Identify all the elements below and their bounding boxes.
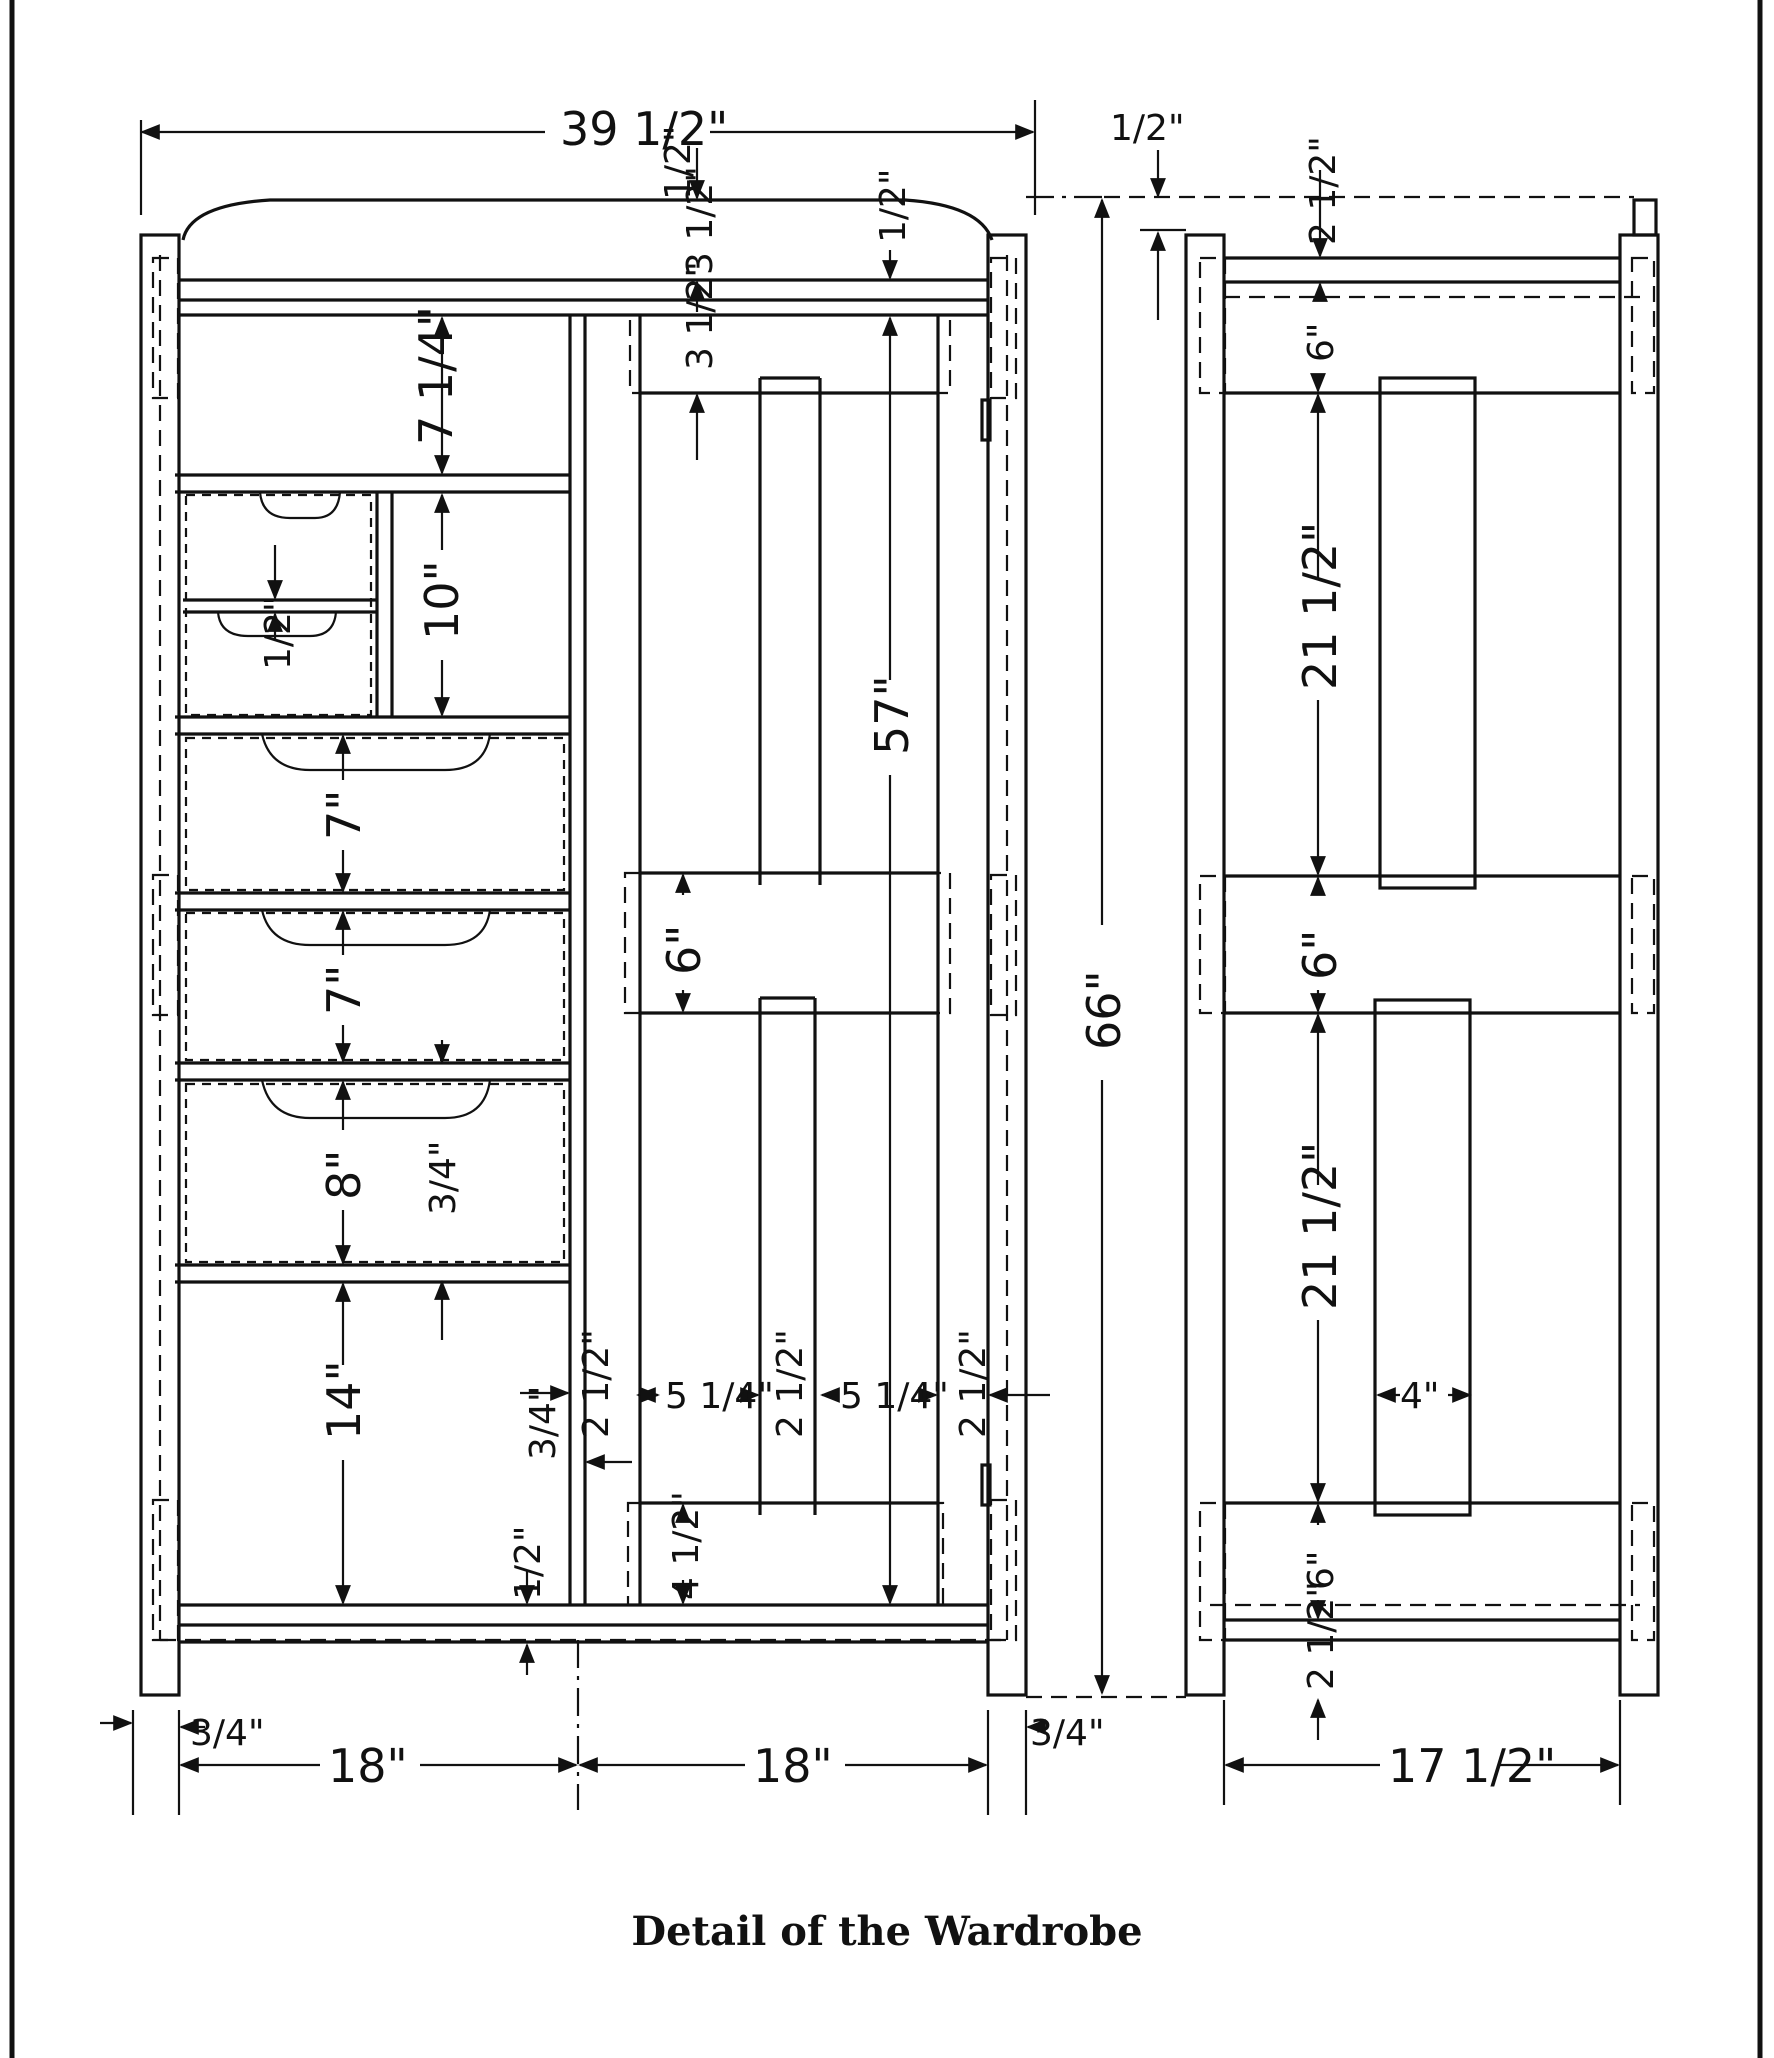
dim-door-center-stile: 2 1/2" bbox=[770, 1329, 811, 1438]
dim-top-arch-rise: 3 1/2" bbox=[680, 166, 721, 275]
dim-right-section: 18" bbox=[753, 1739, 833, 1793]
dim-partition: 3/4" bbox=[523, 1386, 564, 1461]
dim-bottom-space: 14" bbox=[317, 1360, 371, 1440]
dim-overall-height: 66" bbox=[1077, 970, 1131, 1050]
dim-door-stile-left: 2 1/2" bbox=[576, 1329, 617, 1438]
dim-small-drawer-divider: 1/2" bbox=[258, 596, 299, 671]
dim-door-panel-left: 5 1/4" bbox=[665, 1376, 774, 1417]
dim-side-panel-width: 4" bbox=[1400, 1376, 1439, 1417]
dim-side-top-rail: 2 1/2" bbox=[1303, 136, 1344, 245]
dim-post-left: 3/4" bbox=[190, 1713, 265, 1754]
dim-side-upper-rail: 6" bbox=[1301, 323, 1342, 362]
dim-bottom-rail: 1/2" bbox=[508, 1526, 549, 1601]
dim-side-depth: 17 1/2" bbox=[1388, 1739, 1556, 1793]
dim-side-top-offset: 1/2" bbox=[1110, 108, 1185, 149]
dim-top-rail-thickness: 1/2" bbox=[658, 126, 699, 201]
dim-door-bottom-rail: 4 1/2" bbox=[666, 1491, 707, 1600]
dim-door-panel-right: 5 1/4" bbox=[840, 1376, 949, 1417]
dim-door-stile-right: 2 1/2" bbox=[953, 1329, 994, 1438]
front-elevation bbox=[139, 195, 1105, 1810]
dim-post-right: 3/4" bbox=[1030, 1713, 1105, 1754]
dim-door-mid-rail: 6" bbox=[657, 925, 711, 975]
dim-side-bottom-rail: 2 1/2" bbox=[1301, 1581, 1342, 1690]
dim-drawer-2: 7" bbox=[317, 965, 371, 1015]
dim-overall-width: 39 1/2" bbox=[560, 102, 728, 156]
side-elevation bbox=[1104, 195, 1660, 1697]
dim-top-rail-gap: 1/2" bbox=[873, 169, 914, 244]
dimension-labels: 39 1/2" 1/2" 3 1/2" 1/2" 3 1/2" 7 1/4" 1… bbox=[190, 102, 1556, 1793]
dim-left-section: 18" bbox=[328, 1739, 408, 1793]
dim-door-top-rail: 3 1/2" bbox=[680, 261, 721, 370]
dim-side-upper-panel: 21 1/2" bbox=[1293, 522, 1347, 690]
dim-shelf-thickness: 3/4" bbox=[423, 1141, 464, 1216]
drawing-caption: Detail of the Wardrobe bbox=[631, 1908, 1142, 1955]
dimension-lines bbox=[100, 100, 1622, 1815]
page-border bbox=[9, 0, 1763, 2058]
dim-side-mid-rail: 6" bbox=[1293, 930, 1347, 980]
dim-door-height: 57" bbox=[865, 675, 919, 755]
dim-upper-compartment: 7 1/4" bbox=[409, 306, 463, 445]
dim-drawer-1: 7" bbox=[317, 790, 371, 840]
dim-side-lower-rail: 6" bbox=[1301, 1551, 1342, 1590]
dim-pigeonhole-height: 10" bbox=[415, 560, 469, 640]
dim-drawer-3: 8" bbox=[317, 1150, 371, 1200]
dim-side-lower-panel: 21 1/2" bbox=[1293, 1142, 1347, 1310]
